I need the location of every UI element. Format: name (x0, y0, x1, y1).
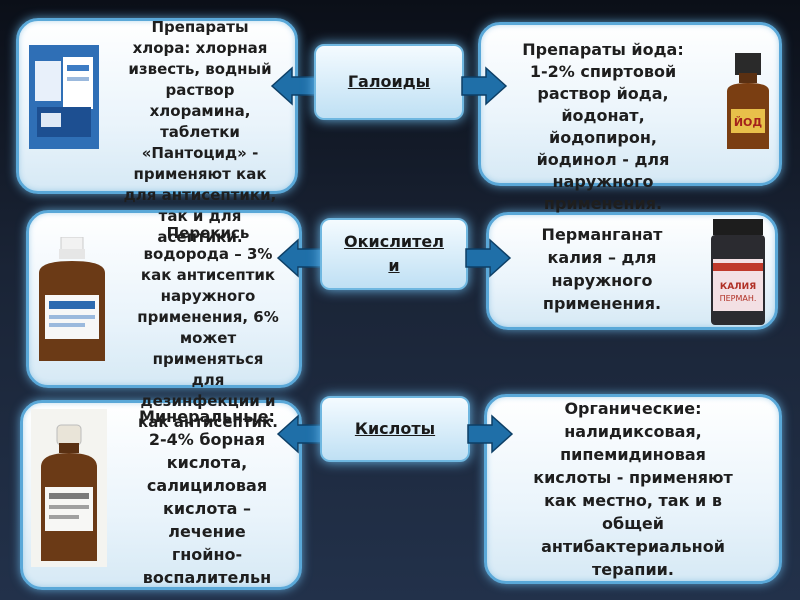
card-mineral: Минеральные: 2-4% борная кислота, салици… (20, 400, 302, 590)
card-permanganate: КАЛИЯ ПЕРМАН. Перманганат калия – для на… (486, 212, 778, 330)
svg-text:ЙОД: ЙОД (734, 116, 763, 129)
svg-text:КАЛИЯ: КАЛИЯ (720, 282, 756, 292)
category-oxidizers: Окислител и (320, 218, 468, 290)
svg-text:ПЕРМАН.: ПЕРМАН. (720, 294, 757, 303)
boric-acid-bottle-photo (31, 409, 107, 567)
iodine-bottle-photo: ЙОД (727, 53, 769, 149)
permanganate-jar-photo: КАЛИЯ ПЕРМАН. (711, 219, 765, 325)
organic-text: Органические: налидиксовая, пипемидинова… (533, 399, 733, 579)
category-halogens: Галоиды (314, 44, 464, 120)
category-acids: Кислоты (320, 396, 470, 462)
card-chlorine: Препараты хлора: хлорная известь, водный… (16, 18, 298, 246)
iodine-text: Препараты йода: 1-2% спиртовой раствор й… (522, 40, 684, 213)
chlorine-text: Препараты хлора: хлорная известь, водный… (123, 18, 277, 246)
card-peroxide: Перекись водорода – 3% как антисептик на… (26, 210, 302, 431)
arrow-right-oxidizers (465, 238, 512, 278)
card-organic: Органические: налидиксовая, пипемидинова… (484, 394, 782, 584)
arrow-right-halogens (461, 66, 508, 106)
mineral-text: Минеральные: 2-4% борная кислота, салици… (139, 407, 275, 587)
peroxide-bottle-photo (39, 237, 105, 361)
arrow-right-acids (467, 414, 514, 454)
card-iodine: ЙОД Препараты йода: 1-2% спиртовой раств… (478, 22, 782, 213)
permanganate-text: Перманганат калия – для наружного примен… (541, 225, 663, 313)
peroxide-text: Перекись водорода – 3% как антисептик на… (137, 224, 279, 431)
chlorine-products-photo (29, 45, 99, 149)
